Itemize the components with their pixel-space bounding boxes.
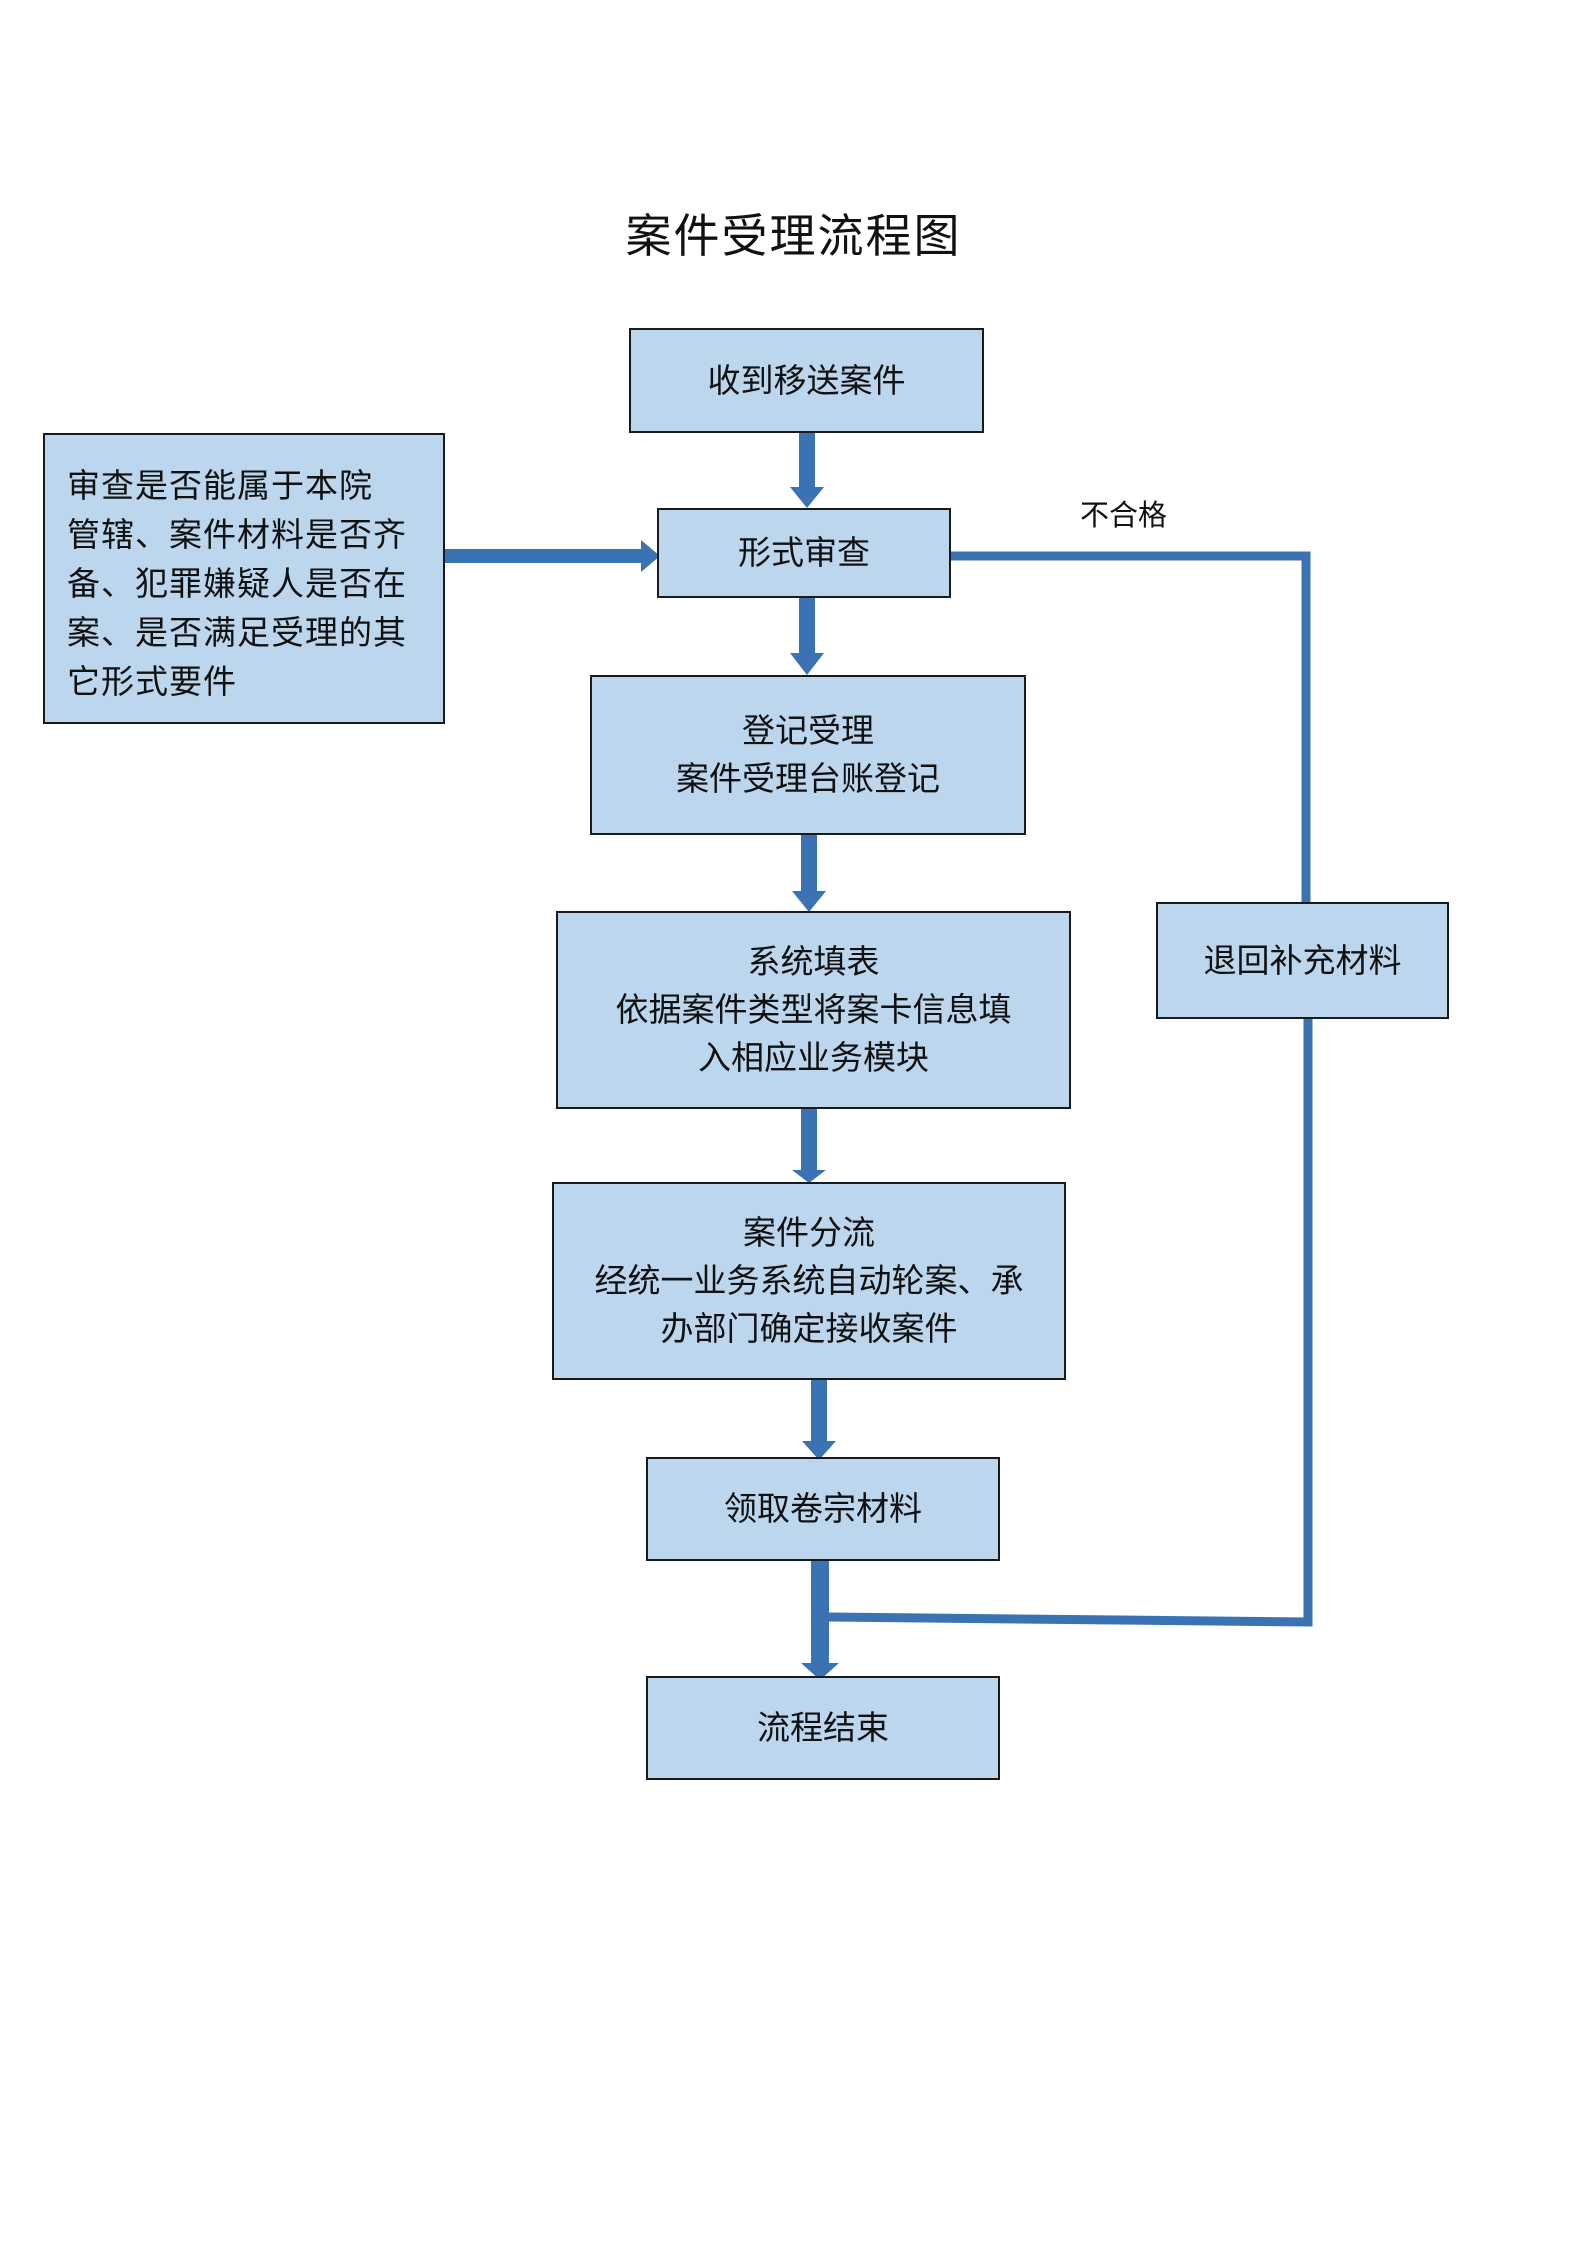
node-return-label: 退回补充材料 bbox=[1203, 940, 1402, 980]
arrow-collect-to-end-head bbox=[801, 1663, 839, 1680]
arrow-receive-to-review bbox=[799, 431, 815, 489]
node-return: 退回补充材料 bbox=[1156, 902, 1449, 1019]
node-form-review: 形式审查 bbox=[657, 508, 951, 598]
line-return-to-main bbox=[828, 1018, 1313, 1627]
arrow-collect-to-end bbox=[811, 1560, 829, 1665]
note-line: 案、是否满足受理的其 bbox=[67, 613, 407, 652]
arrow-note-to-review bbox=[445, 549, 647, 563]
node-collect-label: 领取卷宗材料 bbox=[724, 1489, 922, 1528]
line-review-to-return bbox=[949, 551, 1311, 905]
node-system-fill-detail: 入相应业务模块 bbox=[698, 1038, 929, 1077]
edge-label-unqualified: 不合格 bbox=[1080, 498, 1168, 532]
node-receive: 收到移送案件 bbox=[629, 328, 984, 433]
note-line: 审查是否能属于本院 bbox=[67, 466, 373, 505]
arrow-review-to-register-head bbox=[790, 653, 824, 675]
node-system-fill: 系统填表 依据案件类型将案卡信息填 入相应业务模块 bbox=[556, 911, 1071, 1109]
arrow-review-to-register bbox=[799, 597, 815, 655]
node-end-label: 流程结束 bbox=[757, 1708, 889, 1747]
node-receive-label: 收到移送案件 bbox=[707, 360, 906, 400]
review-criteria-note: 审查是否能属于本院 管辖、案件材料是否齐 备、犯罪嫌疑人是否在 案、是否满足受理… bbox=[43, 433, 445, 724]
node-system-fill-detail: 依据案件类型将案卡信息填 bbox=[615, 990, 1012, 1029]
node-distribute-title: 案件分流 bbox=[743, 1213, 875, 1252]
node-distribute-detail: 经统一业务系统自动轮案、承 bbox=[594, 1261, 1024, 1300]
note-line: 备、犯罪嫌疑人是否在 bbox=[67, 564, 407, 603]
note-line: 管辖、案件材料是否齐 bbox=[67, 515, 407, 554]
node-register-detail: 案件受理台账登记 bbox=[676, 759, 940, 798]
node-register: 登记受理 案件受理台账登记 bbox=[590, 675, 1026, 835]
node-system-fill-title: 系统填表 bbox=[747, 942, 880, 981]
arrow-register-to-system bbox=[801, 833, 817, 893]
node-form-review-label: 形式审查 bbox=[738, 533, 870, 572]
node-distribute-detail: 办部门确定接收案件 bbox=[660, 1309, 958, 1348]
arrow-register-to-system-head bbox=[792, 891, 826, 912]
arrow-note-to-review-head bbox=[641, 540, 660, 572]
arrow-distribute-to-collect-head bbox=[802, 1441, 836, 1460]
note-line: 它形式要件 bbox=[67, 662, 237, 701]
node-end: 流程结束 bbox=[646, 1676, 1000, 1780]
node-register-title: 登记受理 bbox=[742, 711, 874, 750]
arrow-distribute-to-collect bbox=[811, 1379, 827, 1443]
diagram-title: 案件受理流程图 bbox=[625, 209, 962, 263]
arrow-system-to-distribute-head bbox=[792, 1170, 826, 1183]
arrow-system-to-distribute bbox=[801, 1107, 817, 1172]
arrow-receive-to-review-head bbox=[790, 487, 824, 508]
node-collect: 领取卷宗材料 bbox=[646, 1457, 1000, 1561]
node-distribute: 案件分流 经统一业务系统自动轮案、承 办部门确定接收案件 bbox=[552, 1182, 1066, 1380]
